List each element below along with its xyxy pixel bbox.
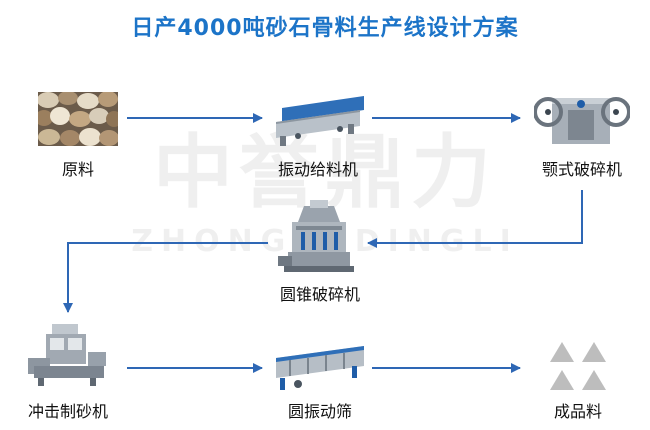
node-label-raw: 原料	[61, 160, 94, 179]
node-vsi-sand-maker	[24, 322, 112, 388]
vibrating-screen-image	[276, 346, 364, 390]
arrow-cone-to-impact	[63, 242, 268, 313]
arrow-jaw-to-cone	[367, 190, 583, 248]
node-label-impact: 冲击制砂机	[27, 402, 108, 421]
node-label-jaw: 颚式破碎机	[541, 160, 622, 179]
cone-crusher-image	[278, 200, 354, 272]
node-vibrating-feeder	[268, 88, 368, 148]
gravel-pile-image	[35, 91, 122, 146]
jaw-crusher-image	[533, 97, 631, 144]
node-label-feeder: 振动给料机	[277, 160, 358, 179]
node-label-screen: 圆振动筛	[287, 402, 352, 421]
aggregate-pile-icon	[550, 342, 606, 390]
page-title: 日产4000吨砂石骨料生产线设计方案	[131, 16, 519, 41]
vibrating-feeder-image	[276, 96, 364, 146]
node-finished-aggregate	[544, 338, 614, 394]
node-raw-material	[35, 91, 122, 146]
vsi-sand-maker-image	[28, 324, 106, 386]
node-vibrating-screen	[272, 340, 368, 392]
node-label-product: 成品料	[553, 402, 602, 421]
node-jaw-crusher	[533, 84, 631, 148]
node-label-cone: 圆锥破碎机	[279, 285, 360, 304]
node-cone-crusher	[274, 200, 364, 276]
